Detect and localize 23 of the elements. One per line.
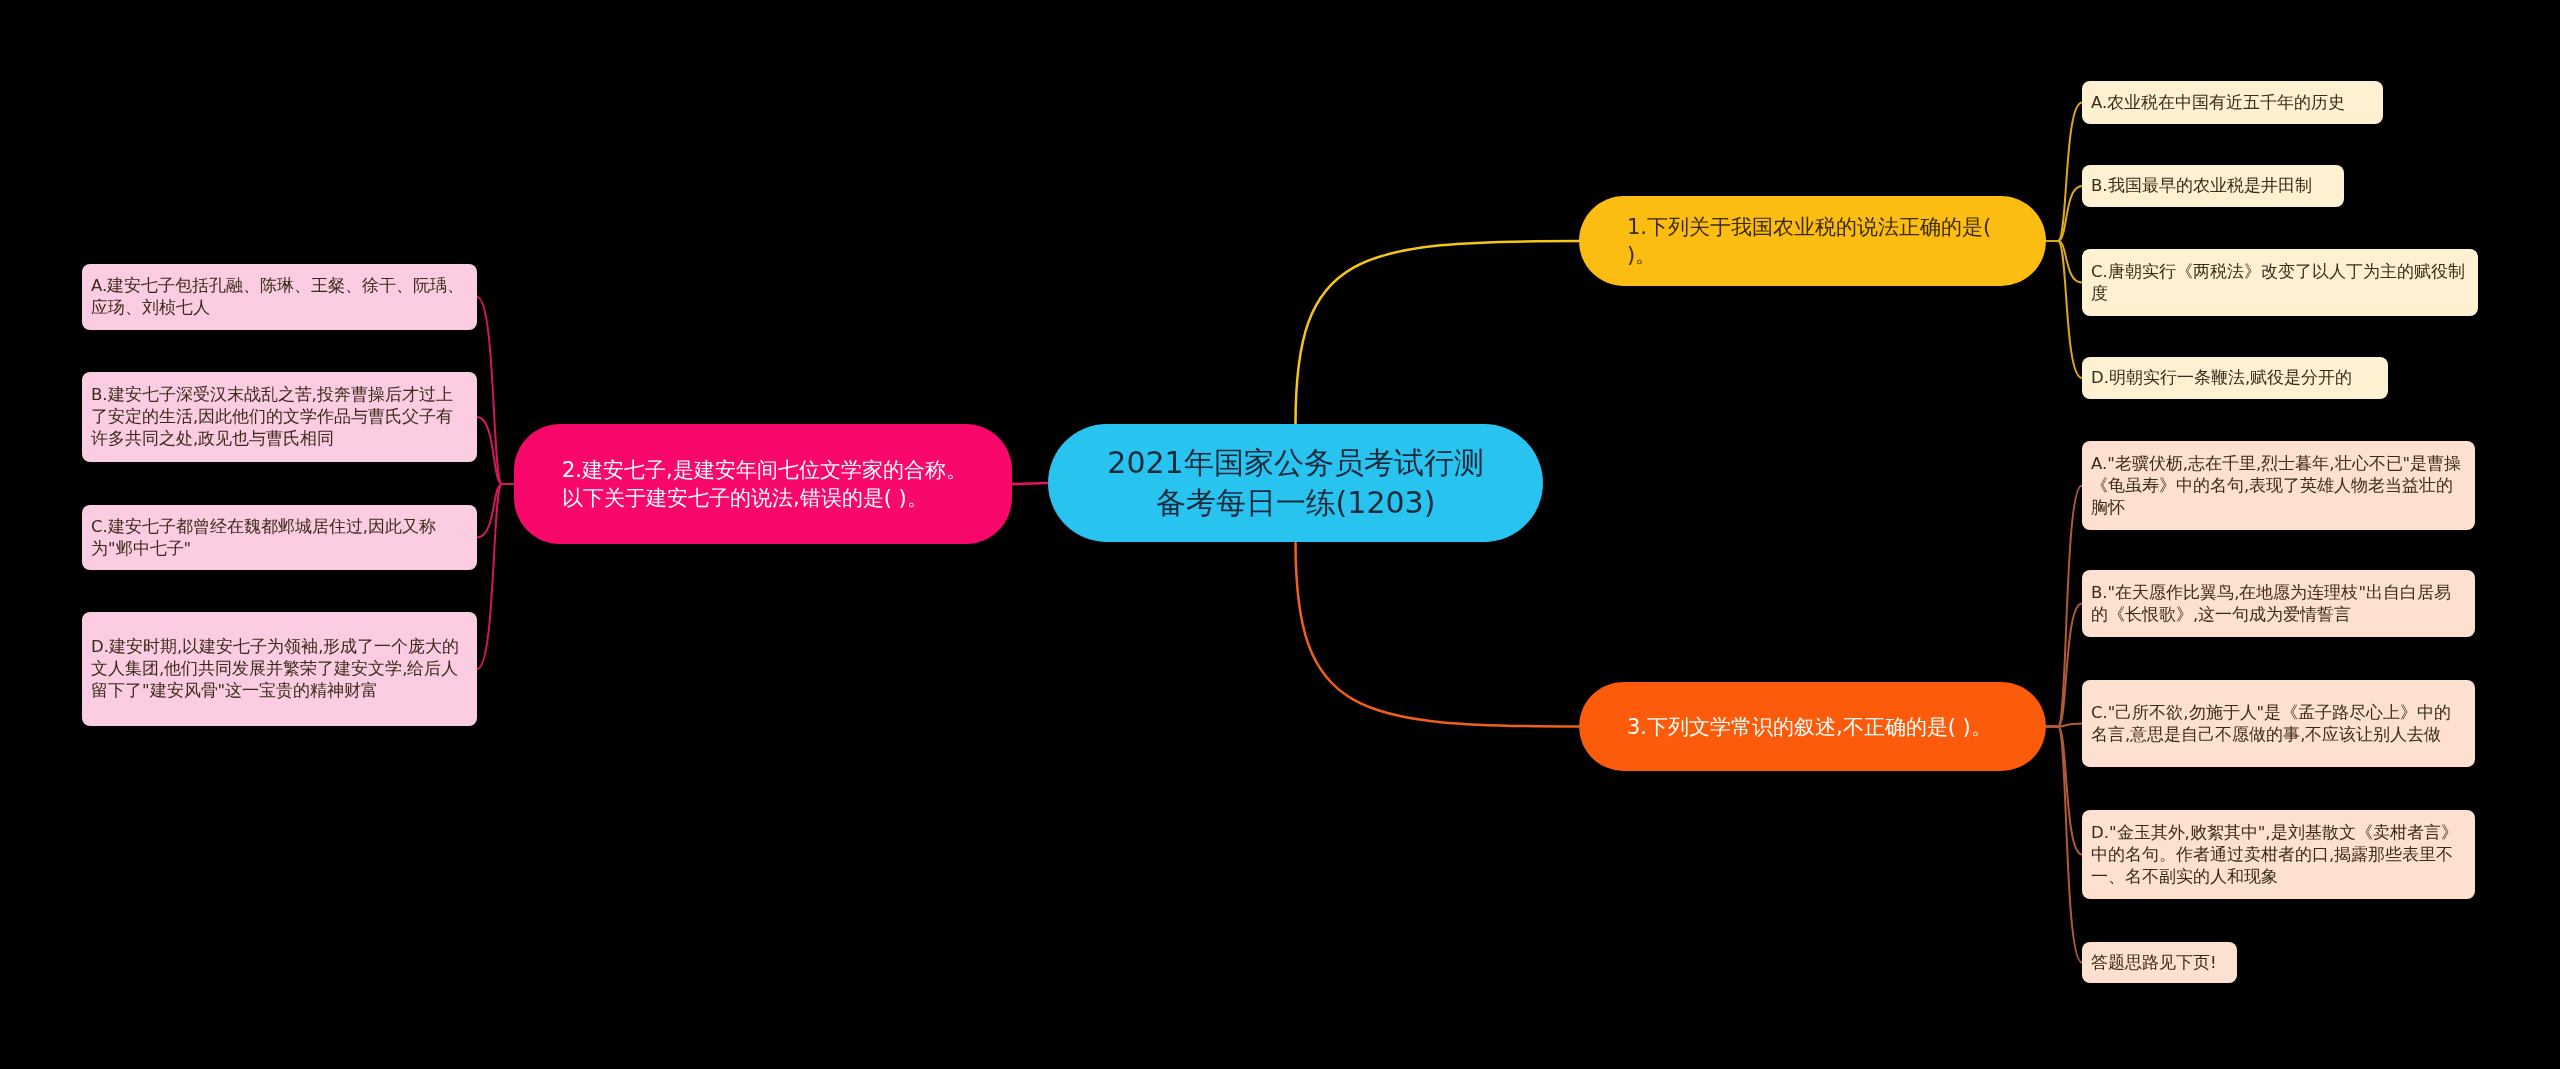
option-box: C.建安七子都曾经在魏都邺城居住过,因此又称为"邺中七子" (82, 505, 477, 570)
option-box: A.农业税在中国有近五千年的历史 (2082, 81, 2383, 124)
option-box: A."老骥伏枥,志在千里,烈士暮年,壮心不已"是曹操《龟虽寿》中的名句,表现了英雄人物老当益壮的胸怀 (2082, 441, 2475, 530)
option-box: B."在天愿作比翼鸟,在地愿为连理枝"出自白居易的《长恨歌》,这一句成为爱情誓言 (2082, 570, 2475, 637)
option-box: D."金玉其外,败絮其中",是刘基散文《卖柑者言》中的名句。作者通过卖柑者的口,揭露那些表里不一、名不副实的人和现象 (2082, 810, 2475, 899)
option-box: B.建安七子深受汉末战乱之苦,投奔曹操后才过上了安定的生活,因此他们的文学作品与曹氏父子有许多共同之处,政见也与曹氏相同 (82, 372, 477, 462)
option-box: D.建安时期,以建安七子为领袖,形成了一个庞大的文人集团,他们共同发展并繁荣了建安文学,给后人留下了"建安风骨"这一宝贵的精神财富 (82, 612, 477, 726)
question-box: 2.建安七子,是建安年间七位文学家的合称。以下关于建安七子的说法,错误的是( )。 (514, 424, 1012, 544)
connector (2045, 725, 2083, 964)
connector (1294, 239, 1579, 425)
central-topic: 2021年国家公务员考试行测备考每日一练(1203) (1048, 424, 1543, 542)
connector (1011, 481, 1049, 486)
option-box: A.建安七子包括孔融、陈琳、王粲、徐干、阮瑀、应玚、刘桢七人 (82, 264, 477, 330)
question-box: 1.下列关于我国农业税的说法正确的是( )。 (1579, 196, 2046, 286)
connector (476, 483, 515, 670)
option-box: C."己所不欲,勿施于人"是《孟子路尽心上》中的名言,意思是自己不愿做的事,不应该让别人去做 (2082, 680, 2475, 767)
option-box: 答题思路见下页! (2082, 942, 2237, 983)
connector (1294, 541, 1579, 728)
connector (2045, 240, 2083, 379)
option-box: C.唐朝实行《两税法》改变了以人丁为主的赋役制度 (2082, 249, 2478, 316)
option-box: B.我国最早的农业税是井田制 (2082, 165, 2344, 207)
question-box: 3.下列文学常识的叙述,不正确的是( )。 (1579, 682, 2046, 771)
option-box: D.明朝实行一条鞭法,赋役是分开的 (2082, 357, 2388, 399)
